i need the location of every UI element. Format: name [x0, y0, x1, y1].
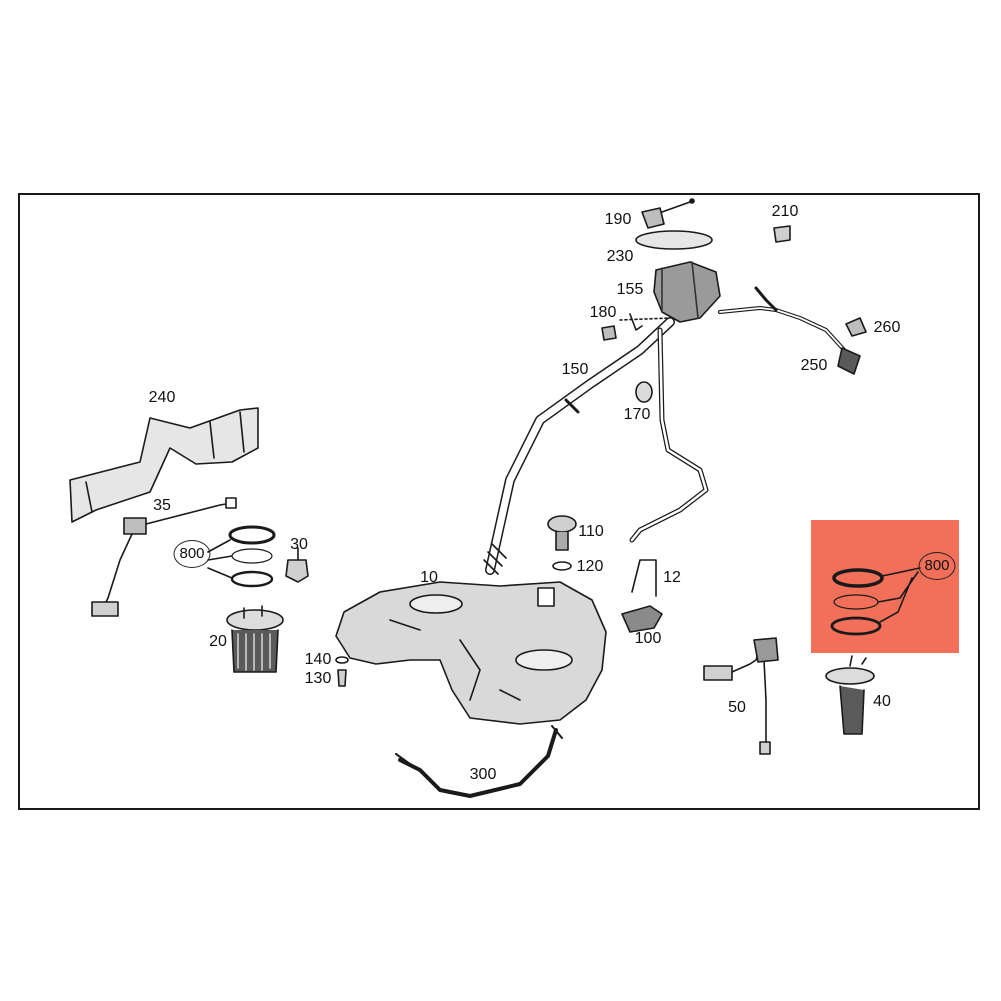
- label-150: 150: [561, 361, 589, 378]
- label-35: 35: [153, 497, 171, 514]
- label-800-right: 800: [918, 552, 956, 580]
- part-140-washer: [335, 656, 349, 664]
- part-800-ring-upper-left: [228, 525, 276, 545]
- label-230: 230: [606, 248, 634, 265]
- label-240: 240: [148, 389, 176, 406]
- label-170: 170: [623, 406, 651, 423]
- label-800-left: 800: [173, 540, 211, 568]
- label-50: 50: [728, 699, 746, 716]
- part-800-ring-upper-right: [832, 568, 884, 588]
- part-20-fuel-pump: [226, 609, 284, 631]
- label-180: 180: [589, 304, 617, 321]
- label-260: 260: [873, 319, 901, 336]
- label-110: 110: [578, 523, 604, 540]
- part-210-grommet: [773, 225, 791, 243]
- part-30-valve: [285, 559, 309, 583]
- part-230-seal: [635, 230, 713, 250]
- label-250: 250: [800, 357, 828, 374]
- part-50-level-sensor: [703, 665, 733, 681]
- label-20: 20: [209, 633, 227, 650]
- label-30: 30: [290, 536, 308, 553]
- part-10-fuel-tank: [335, 581, 607, 725]
- part-110-cap: [547, 515, 577, 533]
- part-180-clip: [601, 325, 617, 341]
- label-120: 120: [576, 558, 604, 575]
- label-300: 300: [469, 766, 497, 783]
- part-155-filler-neck: [653, 261, 721, 323]
- part-vent-line: [629, 327, 709, 543]
- part-100-valve: [621, 605, 663, 633]
- part-170-grommet: [635, 381, 653, 403]
- part-130-bolt: [337, 669, 347, 687]
- label-190: 190: [604, 211, 632, 228]
- part-260-connector: [845, 317, 867, 337]
- part-190-cap: [641, 207, 665, 229]
- label-210: 210: [771, 203, 799, 220]
- part-35-sensor: [123, 517, 147, 535]
- part-12-bracket: [631, 559, 657, 597]
- label-140: 140: [304, 651, 332, 668]
- label-130: 130: [304, 670, 332, 687]
- part-300-strap: [398, 728, 558, 798]
- part-120-ring: [552, 561, 572, 571]
- label-155: 155: [616, 281, 644, 298]
- label-40: 40: [873, 693, 891, 710]
- label-10: 10: [420, 569, 438, 586]
- label-12: 12: [663, 569, 681, 586]
- part-40-pump-assembly: [825, 667, 875, 685]
- label-100: 100: [634, 630, 662, 647]
